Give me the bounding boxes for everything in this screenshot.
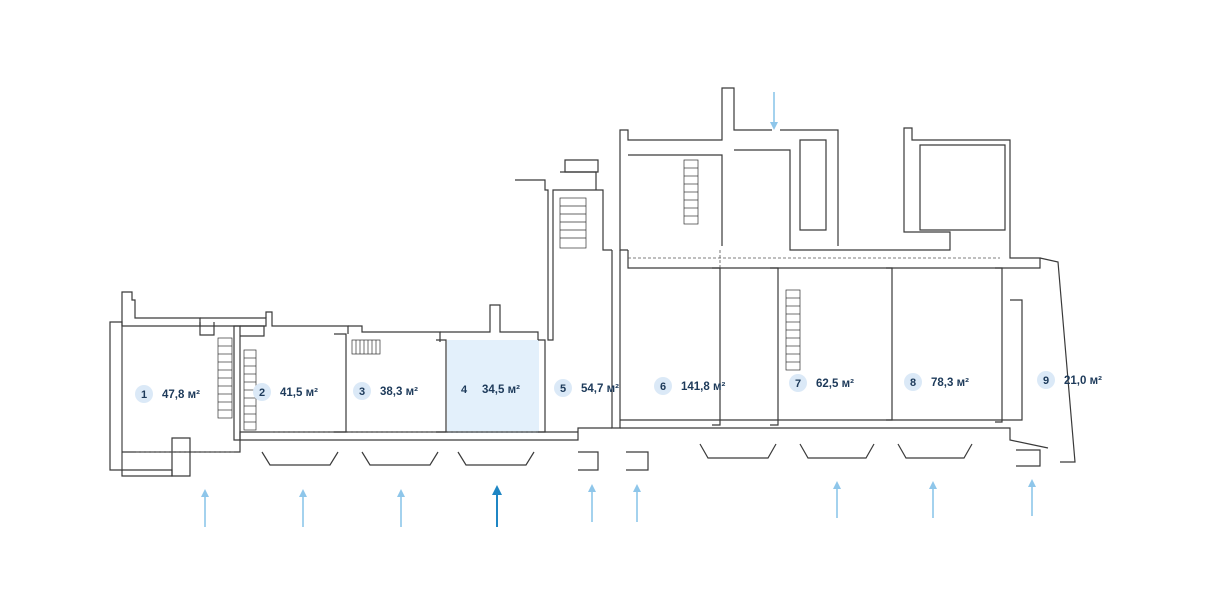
- unit-badge: [904, 373, 922, 391]
- unit-area: 54,7 м²: [581, 383, 619, 395]
- unit-label-6[interactable]: 6 141,8 м²: [654, 377, 725, 395]
- entrance-arrow-5[interactable]: [588, 484, 596, 522]
- entrance-arrow-7[interactable]: [833, 481, 841, 518]
- unit-label-5[interactable]: 5 54,7 м²: [554, 379, 619, 397]
- unit-badge: [253, 383, 271, 401]
- unit-label-4[interactable]: 4 34,5 м²: [455, 380, 520, 398]
- entrance-arrow-1[interactable]: [201, 489, 209, 527]
- unit-number: 2: [259, 387, 265, 399]
- unit-label-2[interactable]: 2 41,5 м²: [253, 383, 318, 401]
- unit-badge: [554, 379, 572, 397]
- partition-lines: [136, 250, 1000, 453]
- entrance-arrows: [201, 92, 1036, 527]
- entrance-arrow-3[interactable]: [397, 489, 405, 527]
- unit-label-3[interactable]: 3 38,3 м²: [353, 382, 418, 400]
- unit-area: 41,5 м²: [280, 387, 318, 399]
- entrance-arrow-8[interactable]: [929, 481, 937, 518]
- unit-number: 5: [560, 383, 566, 395]
- building-outline: [109, 87, 1076, 477]
- unit-5-stairs: [559, 197, 587, 249]
- unit-area: 62,5 м²: [816, 378, 854, 390]
- unit-badge: [455, 380, 473, 398]
- unit-6-stairs: [683, 159, 699, 225]
- unit-badge: [353, 382, 371, 400]
- unit-number: 8: [910, 377, 916, 389]
- unit-area: 21,0 м²: [1064, 375, 1102, 387]
- unit-number: 7: [795, 378, 801, 390]
- unit-badge: [135, 385, 153, 403]
- unit-number: 3: [359, 386, 365, 398]
- unit-area: 34,5 м²: [482, 384, 520, 396]
- entrance-arrow-4[interactable]: [492, 485, 502, 527]
- unit-label-7[interactable]: 7 62,5 м²: [789, 374, 854, 392]
- unit-number: 9: [1043, 375, 1049, 387]
- unit-label-8[interactable]: 8 78,3 м²: [904, 373, 969, 391]
- unit-1-stairs: [217, 337, 233, 419]
- unit-area: 141,8 м²: [681, 381, 725, 393]
- unit-badge: [789, 374, 807, 392]
- unit-area: 78,3 м²: [931, 377, 969, 389]
- unit-label-1[interactable]: 1 47,8 м²: [135, 385, 200, 403]
- unit-number: 6: [660, 381, 666, 393]
- entrance-arrow-6[interactable]: [633, 484, 641, 522]
- unit-label-9[interactable]: 9 21,0 м²: [1037, 371, 1102, 389]
- entrance-arrow-9[interactable]: [1028, 479, 1036, 516]
- unit-badge: [1037, 371, 1055, 389]
- unit-number: 4: [461, 384, 468, 396]
- unit-area: 47,8 м²: [162, 389, 200, 401]
- bay-windows: [261, 443, 1041, 471]
- unit-area: 38,3 м²: [380, 386, 418, 398]
- unit-number: 1: [141, 389, 147, 401]
- entrance-arrow-2[interactable]: [299, 489, 307, 527]
- unit-badge: [654, 377, 672, 395]
- entrance-arrow-courtyard[interactable]: [770, 92, 778, 130]
- unit-3-stairs: [351, 339, 381, 355]
- unit-7-stairs: [785, 289, 801, 371]
